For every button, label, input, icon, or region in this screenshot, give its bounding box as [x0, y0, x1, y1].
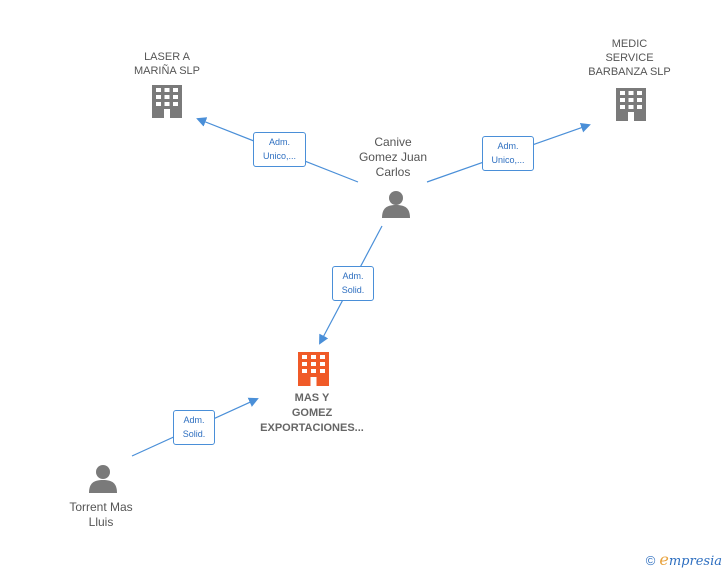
company-name[interactable]: LASER A MARIÑA SLP: [133, 51, 201, 77]
brand-initial: e: [659, 550, 669, 569]
company-name[interactable]: MEDIC SERVICE BARBANZA SLP: [588, 38, 671, 78]
person-icon[interactable]: [89, 465, 117, 493]
brand-logo: ©empresia: [646, 550, 722, 569]
person-name[interactable]: Canive Gomez Juan Carlos: [358, 135, 428, 179]
person-icon[interactable]: [382, 191, 410, 218]
brand-name: mpresia: [668, 554, 722, 569]
copyright-symbol: ©: [645, 553, 656, 568]
edge-role-label: Adm. Unico,...: [253, 132, 306, 167]
edge-role-label: Adm. Solid.: [332, 266, 374, 301]
person-name[interactable]: Torrent Mas Lluis: [69, 500, 133, 529]
main-company-name[interactable]: MAS Y GOMEZ EXPORTACIONES...: [260, 392, 364, 434]
building-icon[interactable]: [298, 352, 329, 386]
building-icon[interactable]: [152, 85, 182, 118]
edge-role-label: Adm. Unico,...: [482, 136, 534, 171]
building-icon[interactable]: [616, 88, 646, 121]
edge-role-label: Adm. Solid.: [173, 410, 215, 445]
